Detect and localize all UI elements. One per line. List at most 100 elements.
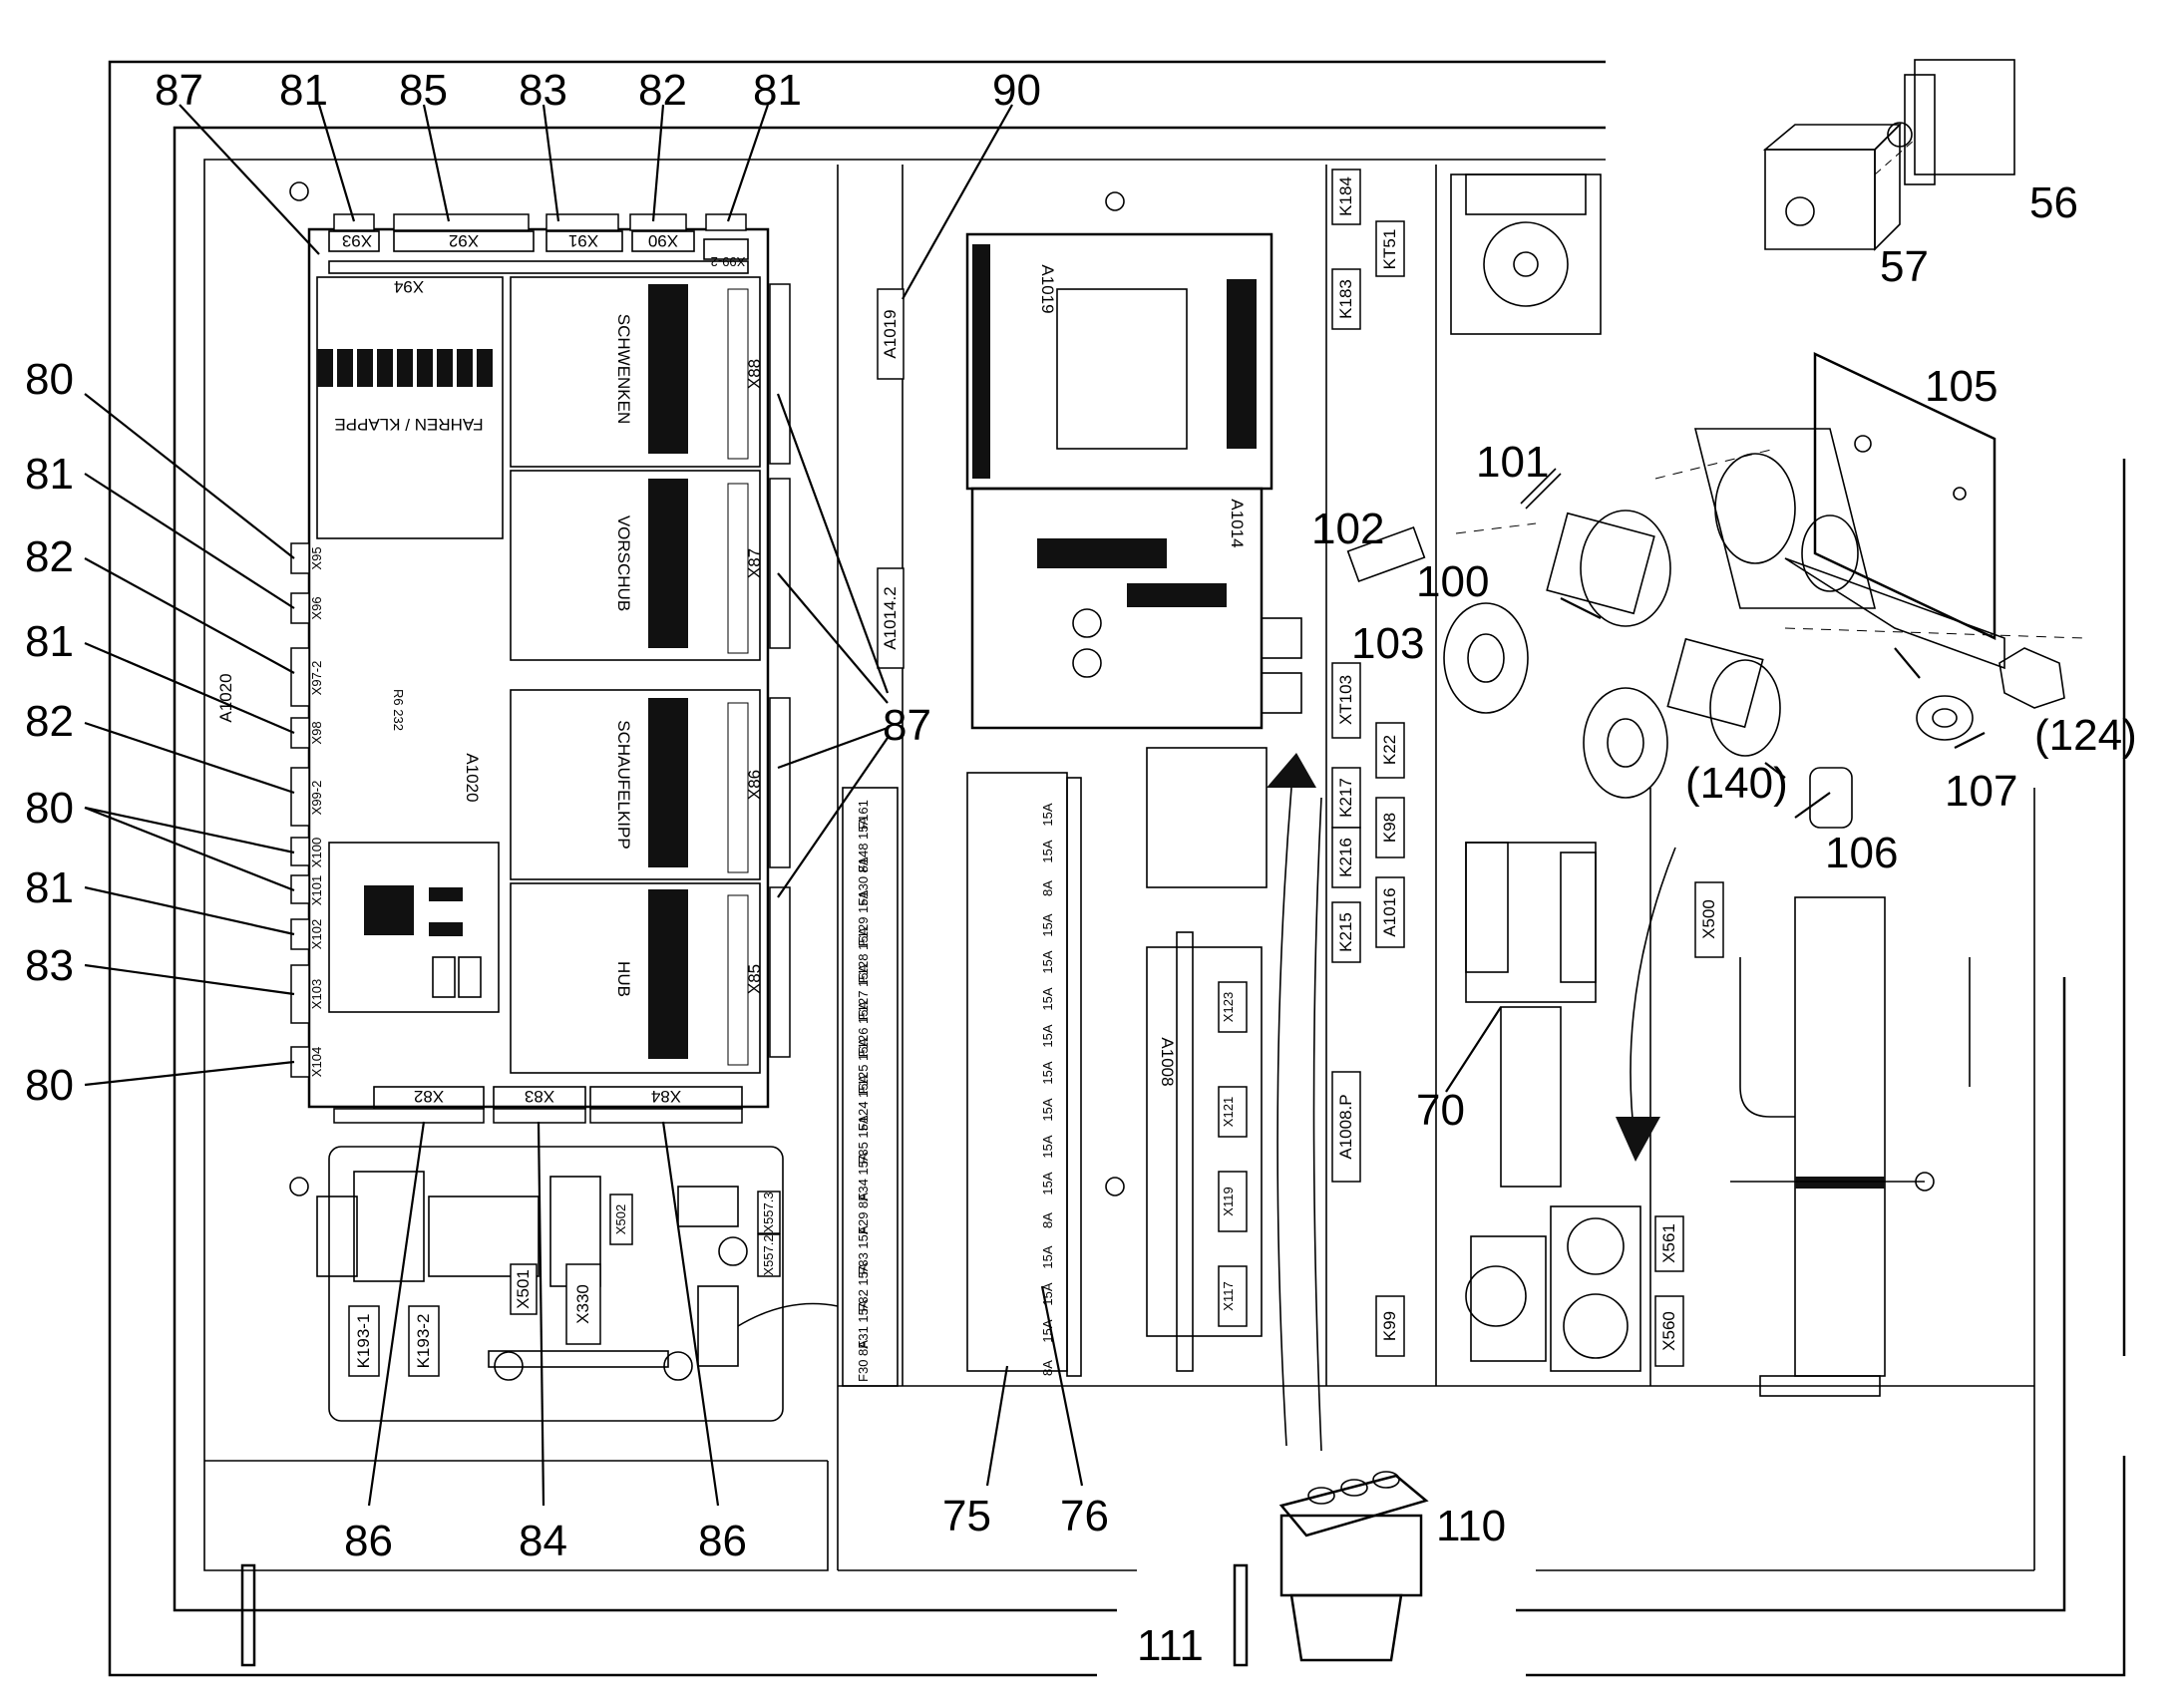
relay-label-k215: K215 <box>1336 912 1355 952</box>
connector-label-x98: X98 <box>309 721 324 744</box>
fuse-rating: 8A <box>1040 880 1055 896</box>
relay-label-k183: K183 <box>1336 279 1355 319</box>
relay-label-a1016: A1016 <box>1380 887 1399 936</box>
connector-label-x123: X123 <box>1221 992 1236 1022</box>
callout-81-top: 81 <box>279 66 328 115</box>
label-x557-2: X557.2 <box>761 1234 776 1275</box>
relay-socket-56 <box>1887 59 2015 185</box>
label-x330: X330 <box>573 1284 592 1324</box>
callout-86-right: 86 <box>698 1517 747 1565</box>
bottom-connectors: X82 X83 X84 <box>333 1086 743 1124</box>
connector-label-x99-2: X99-2 <box>309 781 324 816</box>
connector-label-x96: X96 <box>309 596 324 619</box>
connector-label-x103: X103 <box>309 979 324 1009</box>
callout-124: (124) <box>2034 711 2137 760</box>
callout-101: 101 <box>1476 438 1549 487</box>
fuse-label: F161 <box>856 800 871 830</box>
relay-label-k22: K22 <box>1380 735 1399 765</box>
relay-label-k216: K216 <box>1336 838 1355 877</box>
connector-label-x87: X87 <box>745 548 764 578</box>
relay-block-label-2: VORSCHUB <box>614 515 633 611</box>
display-relays <box>317 349 493 387</box>
processor-module <box>328 842 500 1013</box>
board-misc-label: R6 232 <box>391 689 406 731</box>
pin-111 <box>240 1563 1249 1667</box>
callout-83-left: 83 <box>25 941 74 990</box>
fuse-label: F33 15A <box>856 1225 871 1274</box>
relay-k184-assembly <box>1450 173 1602 335</box>
connector-label-x94: X94 <box>394 277 424 296</box>
label-k193-2: K193-2 <box>414 1314 433 1369</box>
connector-assembly <box>1346 352 2085 829</box>
connector-label-x88: X88 <box>745 359 764 389</box>
connector-label-x121: X121 <box>1221 1097 1236 1127</box>
callout-105: 105 <box>1925 362 1998 411</box>
fuse-rating: 15A <box>1040 803 1055 826</box>
relay-block-label-3: SCHAUFELKIPP <box>614 720 633 849</box>
fuse-label: F126 15A <box>856 1000 871 1057</box>
label-x502: X502 <box>613 1204 628 1234</box>
relay-block-schwenken: SCHWENKEN <box>510 276 761 468</box>
fuse-label: F125 15A <box>856 1037 871 1094</box>
relay-label-kt51: KT51 <box>1380 229 1399 270</box>
connector-label-x84: X84 <box>651 1087 681 1106</box>
fuse-label: F124 15A <box>856 1074 871 1131</box>
connector-label-x119: X119 <box>1221 1187 1236 1215</box>
connector-label-x117: X117 <box>1221 1281 1236 1310</box>
connector-label-x85: X85 <box>745 964 764 994</box>
callout-56: 56 <box>2029 178 2078 227</box>
callout-87-mid-1: 87 <box>883 701 931 750</box>
relay-label-x560: X560 <box>1659 1311 1678 1351</box>
callout-80-left-3: 80 <box>25 1061 74 1110</box>
callout-90: 90 <box>992 66 1041 115</box>
fuse-rating: 15A <box>1040 950 1055 973</box>
relay-label-x561: X561 <box>1659 1223 1678 1263</box>
fuse-label: F148 15A <box>856 816 871 872</box>
board-a1020: X93 X92 X91 X90 X99-2 X94 FAHREN / KLAPP… <box>290 213 791 1124</box>
board-label-a1019: A1019 <box>1038 264 1057 313</box>
callout-107: 107 <box>1945 767 2017 816</box>
callout-85: 85 <box>399 66 448 115</box>
callout-100: 100 <box>1416 557 1489 606</box>
panel-labels: A1019 A1014.2 A1020 A1008.P <box>216 288 1361 1183</box>
fuse-rating: 15A <box>1040 987 1055 1010</box>
terminal-strip <box>1730 896 1971 1397</box>
callout-81-left-3: 81 <box>25 863 74 912</box>
connector-label-x86: X86 <box>745 770 764 800</box>
connector-label-x100: X100 <box>309 838 324 867</box>
plug-arrow <box>1267 753 1322 1452</box>
fuse-rating: 15A <box>1040 1282 1055 1305</box>
relay-labels: K184 KT51 K183 XT103 K217 K22 K216 K98 K… <box>1331 169 1724 1367</box>
relay-block-label-4: HUB <box>614 961 633 997</box>
fuse-rating: 15A <box>1040 913 1055 936</box>
fuse-rating: 8A <box>1040 1360 1055 1376</box>
fuse-rating: 15A <box>1040 1024 1055 1047</box>
callout-81-left-1: 81 <box>25 450 74 499</box>
callout-84: 84 <box>519 1517 567 1565</box>
fuse-label: F128 15A <box>856 926 871 983</box>
callout-80-left-1: 80 <box>25 355 74 404</box>
relay-label-k98: K98 <box>1380 813 1399 843</box>
panel-label-a1014-2: A1014.2 <box>881 586 900 649</box>
fuse-rating: 15A <box>1040 1245 1055 1268</box>
lower-left-terminal-plate: K193-1 K193-2 X501 X330 X502 X557.3 X557… <box>316 1146 839 1422</box>
panel-label-a1019: A1019 <box>881 309 900 358</box>
callout-140: (140) <box>1685 759 1788 808</box>
left-connectors: X95 X96 X97-2 X98 X99-2 X100 X101 X102 X… <box>290 542 324 1078</box>
board-a1014: A1014 <box>970 487 1302 730</box>
fuse-rating: 15A <box>1040 1098 1055 1121</box>
relay-block-label-1: SCHWENKEN <box>614 314 633 425</box>
panel-label-a1008-p: A1008.P <box>1336 1094 1355 1159</box>
callout-57: 57 <box>1880 242 1929 291</box>
fuse-rating: 15A <box>1040 1135 1055 1158</box>
leader-lines <box>84 104 1986 1507</box>
relay-label-k184: K184 <box>1336 176 1355 216</box>
connector-label-x93: X93 <box>342 231 372 250</box>
fuse-label: F31 15A <box>856 1299 871 1348</box>
label-x557-3: X557.3 <box>761 1192 776 1232</box>
fuse-label: F30 8A <box>856 1340 871 1382</box>
fuse-rating: 8A <box>1040 1212 1055 1228</box>
top-connector-strip: X93 X92 X91 X90 X99-2 <box>328 213 749 274</box>
label-x501: X501 <box>514 1269 533 1309</box>
